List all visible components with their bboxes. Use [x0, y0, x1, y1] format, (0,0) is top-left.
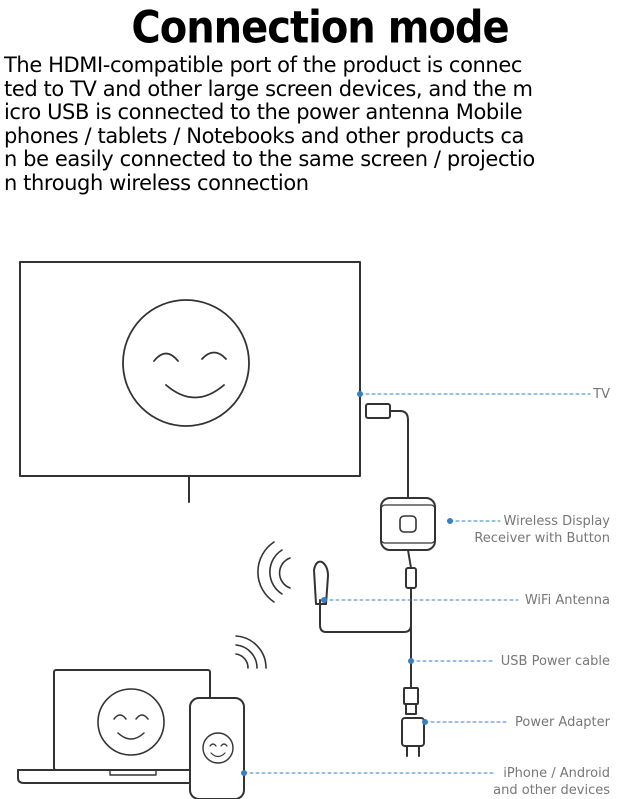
intro-line: n be easily connected to the same screen…	[4, 148, 535, 171]
label-adapter: Power Adapter	[514, 715, 610, 730]
label-receiver-line2: Receiver with Button	[474, 531, 610, 546]
wifi-signal-icon	[235, 635, 267, 669]
page-title: Connection mode	[131, 2, 509, 54]
label-receiver-line1: Wireless Display	[503, 514, 610, 529]
phone-icon	[189, 697, 245, 799]
label-usb-cable: USB Power cable	[500, 654, 610, 669]
hdmi-cable	[399, 410, 409, 499]
usb-plug-icon	[405, 567, 417, 597]
label-devices: iPhone / Android and other devices	[460, 765, 610, 799]
receiver-icon	[380, 497, 436, 551]
label-antenna: WiFi Antenna	[524, 593, 610, 608]
intro-line: icro USB is connected to the power anten…	[4, 101, 523, 124]
leader-lines	[243, 393, 591, 774]
label-tv: TV	[593, 387, 610, 402]
intro-line: phones / tablets / Notebooks and other p…	[4, 124, 524, 148]
antenna-icon	[313, 560, 329, 605]
tv-icon	[19, 261, 361, 503]
intro-text: The HDMI-compatible port of the product …	[4, 54, 640, 195]
hdmi-plug-icon	[365, 403, 401, 419]
label-devices-line1: iPhone / Android	[503, 766, 610, 781]
smiley-icon	[122, 299, 250, 427]
power-adapter-icon	[401, 687, 425, 757]
receiver-cable	[407, 549, 412, 569]
intro-line: ted to TV and other large screen devices…	[4, 77, 533, 101]
intro-line: n through wireless connection	[4, 171, 309, 195]
wifi-signal-icon	[257, 541, 291, 603]
label-receiver: Wireless Display Receiver with Button	[440, 513, 610, 547]
label-devices-line2: and other devices	[493, 783, 610, 798]
antenna-cable	[319, 599, 412, 633]
leader-dots	[241, 391, 453, 776]
intro-line: The HDMI-compatible port of the product …	[4, 54, 523, 77]
